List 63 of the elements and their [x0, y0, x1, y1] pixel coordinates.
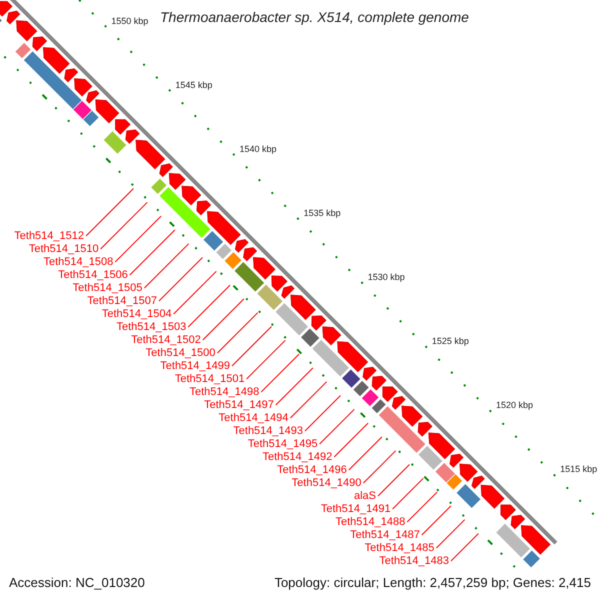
leader-line — [188, 284, 231, 328]
scale-label: 1550 kbp — [111, 16, 148, 26]
gene-label: Teth514_1505 — [72, 282, 142, 294]
scale-label: 1545 kbp — [175, 80, 212, 90]
leader-line — [290, 381, 328, 418]
scale-label: 1540 kbp — [239, 144, 277, 154]
gene-label: Teth514_1490 — [292, 477, 362, 489]
gene-label: alaS — [354, 490, 376, 502]
leader-line — [450, 533, 479, 562]
leader-line — [304, 395, 341, 432]
leader-line — [173, 270, 217, 314]
leader-line — [158, 257, 203, 302]
leader-line — [348, 436, 382, 470]
leader-line — [246, 340, 286, 380]
leader-line — [216, 312, 258, 354]
gene-label: Teth514_1491 — [320, 503, 391, 515]
gene-label: Teth514_1497 — [204, 399, 274, 411]
gene-label: Teth514_1506 — [58, 269, 128, 281]
leader-line — [378, 464, 410, 496]
gene-label: Teth514_1502 — [131, 334, 201, 346]
scale-label: 1535 kbp — [304, 208, 341, 218]
gene-label: Teth514_1500 — [146, 347, 216, 359]
gene-label: Teth514_1510 — [28, 243, 99, 255]
leader-line — [100, 202, 148, 250]
leader-line — [86, 188, 134, 236]
gene-label: Teth514_1512 — [14, 230, 84, 242]
leader-line — [392, 478, 424, 510]
gene-label: Teth514_1485 — [364, 542, 434, 554]
leader-line — [202, 298, 244, 340]
gene-label: Teth514_1492 — [262, 451, 332, 463]
gene-label: Teth514_1488 — [335, 516, 406, 528]
gene-label: Teth514_1508 — [43, 256, 114, 268]
leader-line — [421, 505, 452, 536]
accession-text: Accession: NC_010320 — [9, 575, 145, 590]
leader-line — [232, 326, 272, 366]
leader-line — [275, 367, 314, 406]
scale-label: 1525 kbp — [432, 336, 469, 346]
scale-label: 1520 kbp — [496, 400, 534, 410]
map-title: Thermoanaerobacter sp. X514, complete genome — [160, 9, 469, 25]
gene-label: Teth514_1493 — [233, 425, 303, 437]
leader-line — [260, 354, 300, 392]
gene-label: Teth514_1487 — [350, 529, 420, 541]
gene-label: Teth514_1507 — [87, 295, 157, 307]
gene-label: Teth514_1504 — [102, 308, 172, 320]
gene-label: Teth514_1494 — [218, 412, 288, 424]
leader-line — [406, 492, 438, 522]
gene-label: Teth514_1501 — [174, 373, 245, 385]
gene-label: Teth514_1495 — [248, 438, 318, 450]
leader-line — [319, 408, 355, 444]
gene-label: Teth514_1503 — [116, 321, 186, 333]
scale-label: 1530 kbp — [368, 272, 405, 282]
leader-line — [362, 450, 396, 484]
leader-line — [129, 229, 176, 276]
leader-line — [334, 422, 369, 458]
gene-label: Teth514_1498 — [189, 386, 260, 398]
scale-label: 1515 kbp — [560, 464, 598, 474]
leader-line — [114, 216, 162, 262]
gene-label: Teth514_1499 — [160, 360, 230, 372]
gene-label: Teth514_1496 — [277, 464, 347, 476]
genome-summary-text: Topology: circular; Length: 2,457,259 bp; Genes: 2,415 — [274, 575, 591, 590]
gene-label: Teth514_1483 — [379, 555, 449, 567]
leader-line — [144, 243, 190, 288]
leader-line — [436, 519, 466, 548]
